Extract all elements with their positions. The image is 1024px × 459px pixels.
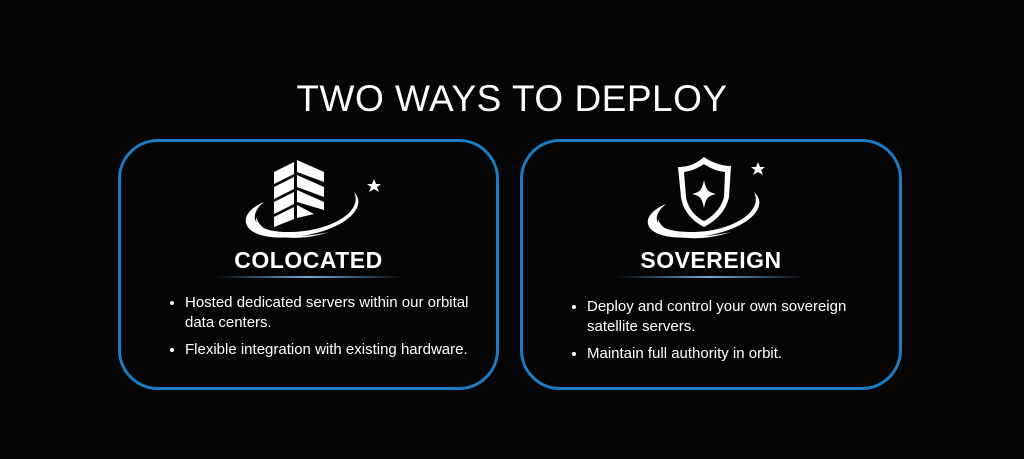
colocated-card: COLOCATED Hosted dedicated servers withi… <box>118 139 499 390</box>
bullet-list: Deploy and control your own sovereign sa… <box>563 297 879 371</box>
list-item: Maintain full authority in orbit. <box>587 344 879 364</box>
card-heading: COLOCATED <box>234 247 383 273</box>
building-orbit-icon <box>245 160 381 238</box>
page-title: TWO WAYS TO DEPLOY <box>296 78 728 119</box>
list-item: Flexible integration with existing hardw… <box>185 340 476 360</box>
list-item: Deploy and control your own sovereign sa… <box>587 297 879 337</box>
shield-orbit-icon <box>647 157 765 239</box>
bullet-list: Hosted dedicated servers within our orbi… <box>161 293 476 367</box>
card-heading: SOVEREIGN <box>640 247 782 273</box>
sovereign-card: SOVEREIGN Deploy and control your own so… <box>520 139 902 390</box>
list-item: Hosted dedicated servers within our orbi… <box>185 293 476 333</box>
heading-divider <box>213 276 404 278</box>
heading-divider <box>616 276 806 278</box>
